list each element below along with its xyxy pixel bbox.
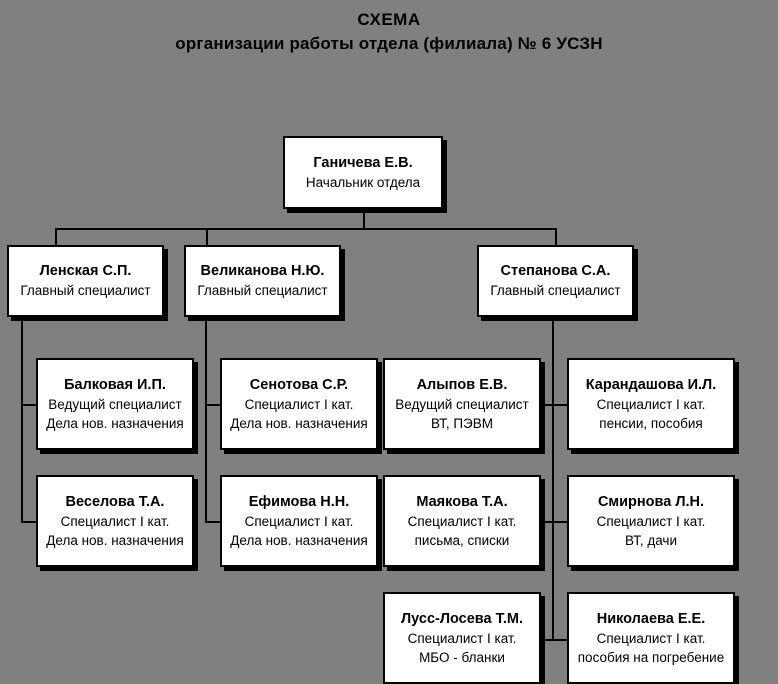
node-staff-c1-1-name: Балковая И.П. [64, 376, 166, 393]
node-staff-c2-1-role: Специалист I кат. [244, 396, 354, 412]
connector-spine-branch-2 [205, 316, 207, 523]
connector-elbow-b3-right1 [552, 404, 568, 406]
connector-elbow-b3-left3 [539, 639, 553, 641]
connector-elbow-b2-child2 [205, 521, 221, 523]
node-staff-c2-2-role: Специалист I кат. [244, 513, 354, 529]
node-staff-c4-3-role: Специалист I кат. [596, 630, 706, 646]
node-manager-1-name: Ленская С.П. [39, 263, 132, 279]
node-staff-c2-1[interactable]: Сенотова С.Р. Специалист I кат. Дела нов… [220, 358, 378, 450]
connector-spine-branch-3 [552, 316, 554, 641]
node-staff-c4-3-duty: пособия на погребение [577, 649, 725, 665]
node-staff-c2-2[interactable]: Ефимова Н.Н. Специалист I кат. Дела нов.… [220, 475, 378, 567]
title-line-2: организации работы отдела (филиала) № 6 … [175, 34, 603, 53]
node-staff-c3-1-name: Алыпов Е.В. [416, 376, 508, 393]
node-head-name: Ганичева Е.В. [313, 154, 413, 171]
node-staff-c2-1-duty: Дела нов. назначения [230, 415, 368, 431]
node-staff-c3-2[interactable]: Маякова Т.А. Специалист I кат. письма, с… [383, 475, 541, 567]
node-manager-3-role: Главный специалист [490, 283, 621, 298]
node-manager-2[interactable]: Великанова Н.Ю. Главный специалист [184, 245, 341, 317]
node-staff-c4-2-duty: ВТ, дачи [624, 532, 678, 548]
connector-spine-branch-1 [21, 316, 23, 523]
chart-title: СХЕМА организации работы отдела (филиала… [0, 8, 778, 56]
connector-elbow-b2-child1 [205, 404, 221, 406]
node-staff-c4-1-duty: пенсии, пособия [599, 415, 703, 431]
node-staff-c4-3[interactable]: Николаева Е.Е. Специалист I кат. пособия… [567, 592, 735, 684]
node-manager-2-name: Великанова Н.Ю. [200, 263, 325, 279]
node-staff-c4-1[interactable]: Карандашова И.Л. Специалист I кат. пенси… [567, 358, 735, 450]
node-staff-c4-2-role: Специалист I кат. [596, 513, 706, 529]
node-staff-c3-2-role: Специалист I кат. [407, 513, 517, 529]
connector-drop-manager-2 [206, 228, 208, 248]
node-staff-c3-1-role: Ведущий специалист [395, 396, 529, 412]
node-staff-c3-2-duty: письма, списки [414, 532, 510, 548]
connector-elbow-b3-left1 [539, 404, 553, 406]
node-staff-c1-1-duty: Дела нов. назначения [46, 415, 184, 431]
node-staff-c4-3-name: Николаева Е.Е. [596, 610, 706, 627]
connector-elbow-b3-right3 [552, 639, 568, 641]
title-line-1: СХЕМА [357, 10, 421, 29]
node-staff-c1-2-role: Специалист I кат. [60, 513, 170, 529]
node-staff-c1-1-role: Ведущий специалист [48, 396, 182, 412]
node-head-role: Начальник отдела [305, 174, 421, 190]
node-staff-c1-2-name: Веселова Т.А. [65, 493, 165, 510]
node-staff-c3-3-role: Специалист I кат. [407, 630, 517, 646]
node-head[interactable]: Ганичева Е.В. Начальник отдела [283, 136, 443, 209]
node-staff-c3-3[interactable]: Лусс-Лосева Т.М. Специалист I кат. МБО -… [383, 592, 541, 684]
node-staff-c3-3-duty: МБО - бланки [419, 649, 505, 665]
node-staff-c3-1-duty: ВТ, ПЭВМ [430, 415, 493, 431]
node-staff-c2-2-duty: Дела нов. назначения [230, 532, 368, 548]
node-staff-c1-2[interactable]: Веселова Т.А. Специалист I кат. Дела нов… [36, 475, 194, 567]
node-staff-c3-3-name: Лусс-Лосева Т.М. [401, 610, 523, 627]
node-staff-c2-1-name: Сенотова С.Р. [249, 376, 349, 393]
node-staff-c4-1-name: Карандашова И.Л. [585, 376, 717, 393]
connector-drop-manager-1 [55, 228, 57, 248]
node-staff-c4-2[interactable]: Смирнова Л.Н. Специалист I кат. ВТ, дачи [567, 475, 735, 567]
connector-elbow-b1-child1 [21, 404, 37, 406]
node-staff-c4-1-role: Специалист I кат. [596, 396, 706, 412]
node-manager-2-role: Главный специалист [197, 283, 328, 298]
node-staff-c4-2-name: Смирнова Л.Н. [597, 493, 705, 510]
connector-elbow-b3-left2 [539, 521, 553, 523]
node-staff-c3-2-name: Маякова Т.А. [416, 493, 508, 510]
node-staff-c1-1[interactable]: Балковая И.П. Ведущий специалист Дела но… [36, 358, 194, 450]
node-staff-c1-2-duty: Дела нов. назначения [46, 532, 184, 548]
node-manager-3[interactable]: Степанова С.А. Главный специалист [477, 245, 634, 317]
connector-elbow-b3-right2 [552, 521, 568, 523]
node-staff-c2-2-name: Ефимова Н.Н. [248, 493, 350, 510]
connector-elbow-b1-child2 [21, 521, 37, 523]
connector-manager-bus [55, 228, 557, 230]
node-manager-1-role: Главный специалист [20, 283, 151, 298]
connector-head-stem [363, 209, 365, 230]
connector-drop-manager-3 [555, 228, 557, 248]
node-staff-c3-1[interactable]: Алыпов Е.В. Ведущий специалист ВТ, ПЭВМ [383, 358, 541, 450]
node-manager-3-name: Степанова С.А. [500, 263, 611, 279]
node-manager-1[interactable]: Ленская С.П. Главный специалист [7, 245, 164, 317]
